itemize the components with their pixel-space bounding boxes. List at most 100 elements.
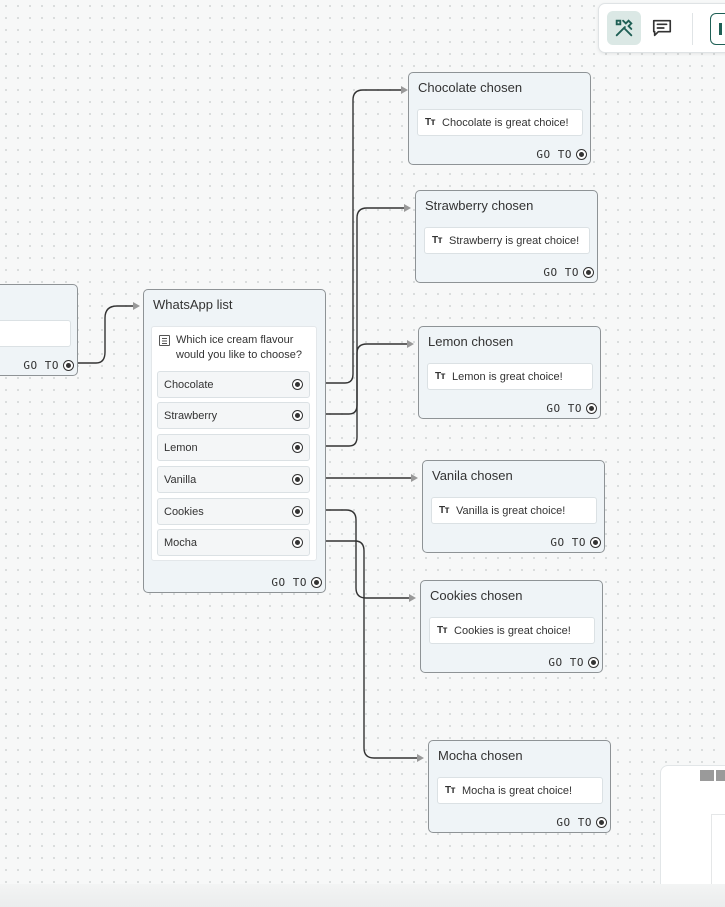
arrowhead: [401, 86, 408, 94]
goto-handle[interactable]: [311, 577, 322, 588]
option-handle[interactable]: [292, 474, 303, 485]
minimap[interactable]: [660, 765, 725, 901]
goto-label: GO TO: [548, 656, 584, 669]
edge-lemon: [325, 343, 407, 447]
list-question[interactable]: Which ice cream flavour would you like t…: [159, 333, 311, 363]
message-node-strawberry[interactable]: Strawberry chosen Tт Strawberry is great…: [415, 190, 598, 283]
goto-label: GO TO: [271, 576, 307, 589]
list-option-lemon[interactable]: Lemon: [157, 434, 310, 461]
goto-connector[interactable]: GO TO: [536, 148, 587, 161]
node-title: Cookies chosen: [430, 588, 523, 603]
option-label: Mocha: [164, 536, 198, 549]
partial-node-text-block[interactable]: [0, 320, 71, 347]
tools-button[interactable]: [607, 11, 641, 45]
arrowhead: [417, 754, 424, 762]
node-title: Chocolate chosen: [418, 80, 523, 95]
goto-handle[interactable]: [588, 657, 599, 668]
node-title: Vanila chosen: [432, 468, 513, 483]
option-handle[interactable]: [292, 537, 303, 548]
toolbar-extra-button[interactable]: [710, 13, 725, 45]
message-node-cookies[interactable]: Cookies chosen Tт Cookies is great choic…: [420, 580, 603, 673]
goto-handle[interactable]: [590, 537, 601, 548]
message-text: Mocha is great choice!: [462, 784, 573, 797]
option-label: Cookies: [164, 505, 204, 518]
message-node-mocha[interactable]: Mocha chosen Tт Mocha is great choice! G…: [428, 740, 611, 833]
option-label: Vanilla: [164, 473, 197, 486]
message-node-vanilla[interactable]: Vanila chosen Tт Vanilla is great choice…: [422, 460, 605, 553]
option-label: Lemon: [164, 441, 198, 454]
goto-label: GO TO: [550, 536, 586, 549]
goto-connector[interactable]: GO TO: [546, 402, 597, 415]
goto-connector[interactable]: GO TO: [556, 816, 607, 829]
text-block[interactable]: Tт Lemon is great choice!: [427, 363, 593, 390]
goto-handle[interactable]: [583, 267, 594, 278]
option-handle[interactable]: [292, 379, 303, 390]
list-content: Which ice cream flavour would you like t…: [151, 326, 317, 561]
goto-label: GO TO: [543, 266, 579, 279]
text-type-icon: Tт: [435, 371, 446, 382]
message-node-chocolate[interactable]: Chocolate chosen Tт Chocolate is great c…: [408, 72, 591, 165]
canvas-bottom-edge: [0, 884, 725, 907]
tools-icon: [615, 19, 633, 37]
node-title: Lemon chosen: [428, 334, 514, 349]
goto-connector[interactable]: GO TO: [23, 359, 74, 372]
text-block[interactable]: Tт Cookies is great choice!: [429, 617, 595, 644]
arrowhead: [133, 302, 140, 310]
edge-mocha: [325, 540, 417, 759]
arrowhead: [409, 594, 416, 602]
goto-connector[interactable]: GO TO: [548, 656, 599, 669]
list-option-strawberry[interactable]: Strawberry: [157, 402, 310, 429]
option-handle[interactable]: [292, 410, 303, 421]
goto-label: GO TO: [536, 148, 572, 161]
extra-icon: [719, 23, 722, 35]
goto-handle[interactable]: [576, 149, 587, 160]
minimap-preview: [716, 770, 725, 781]
text-type-icon: Tт: [437, 625, 448, 636]
message-text: Vanilla is great choice!: [456, 504, 566, 517]
arrowhead: [407, 340, 414, 348]
option-handle[interactable]: [292, 442, 303, 453]
partial-node[interactable]: GO TO: [0, 284, 78, 376]
text-block[interactable]: Tт Chocolate is great choice!: [417, 109, 583, 136]
message-text: Strawberry is great choice!: [449, 234, 580, 247]
list-option-vanilla[interactable]: Vanilla: [157, 466, 310, 493]
node-title: Mocha chosen: [438, 748, 523, 763]
edge-start-to-list: [78, 305, 133, 364]
message-text: Chocolate is great choice!: [442, 116, 569, 129]
text-block[interactable]: Tт Strawberry is great choice!: [424, 227, 590, 254]
goto-handle[interactable]: [596, 817, 607, 828]
text-type-icon: Tт: [432, 235, 443, 246]
option-label: Chocolate: [164, 378, 214, 391]
goto-label: GO TO: [546, 402, 582, 415]
list-icon: [159, 335, 170, 346]
whatsapp-list-node[interactable]: WhatsApp list Which ice cream flavour wo…: [143, 289, 326, 593]
text-block[interactable]: Tт Mocha is great choice!: [437, 777, 603, 804]
question-text: Which ice cream flavour would you like t…: [176, 334, 302, 361]
message-text: Cookies is great choice!: [454, 624, 571, 637]
text-type-icon: Tт: [445, 785, 456, 796]
text-type-icon: Tт: [439, 505, 450, 516]
goto-handle[interactable]: [63, 360, 74, 371]
arrowhead: [404, 204, 411, 212]
canvas-toolbar: [598, 3, 725, 53]
text-type-icon: Tт: [425, 117, 436, 128]
goto-handle[interactable]: [586, 403, 597, 414]
goto-label: GO TO: [23, 359, 59, 372]
list-option-mocha[interactable]: Mocha: [157, 529, 310, 556]
arrowhead: [411, 474, 418, 482]
node-title: Strawberry chosen: [425, 198, 534, 213]
goto-connector[interactable]: GO TO: [550, 536, 601, 549]
node-title: WhatsApp list: [153, 297, 233, 312]
comment-button[interactable]: [645, 11, 679, 45]
list-option-chocolate[interactable]: Chocolate: [157, 371, 310, 398]
list-option-cookies[interactable]: Cookies: [157, 498, 310, 525]
option-label: Strawberry: [164, 409, 218, 422]
goto-connector[interactable]: GO TO: [271, 576, 322, 589]
text-block[interactable]: Tт Vanilla is great choice!: [431, 497, 597, 524]
edge-chocolate: [325, 89, 401, 384]
edge-strawberry: [325, 207, 404, 415]
minimap-preview: [700, 770, 714, 781]
goto-connector[interactable]: GO TO: [543, 266, 594, 279]
message-node-lemon[interactable]: Lemon chosen Tт Lemon is great choice! G…: [418, 326, 601, 419]
option-handle[interactable]: [292, 506, 303, 517]
